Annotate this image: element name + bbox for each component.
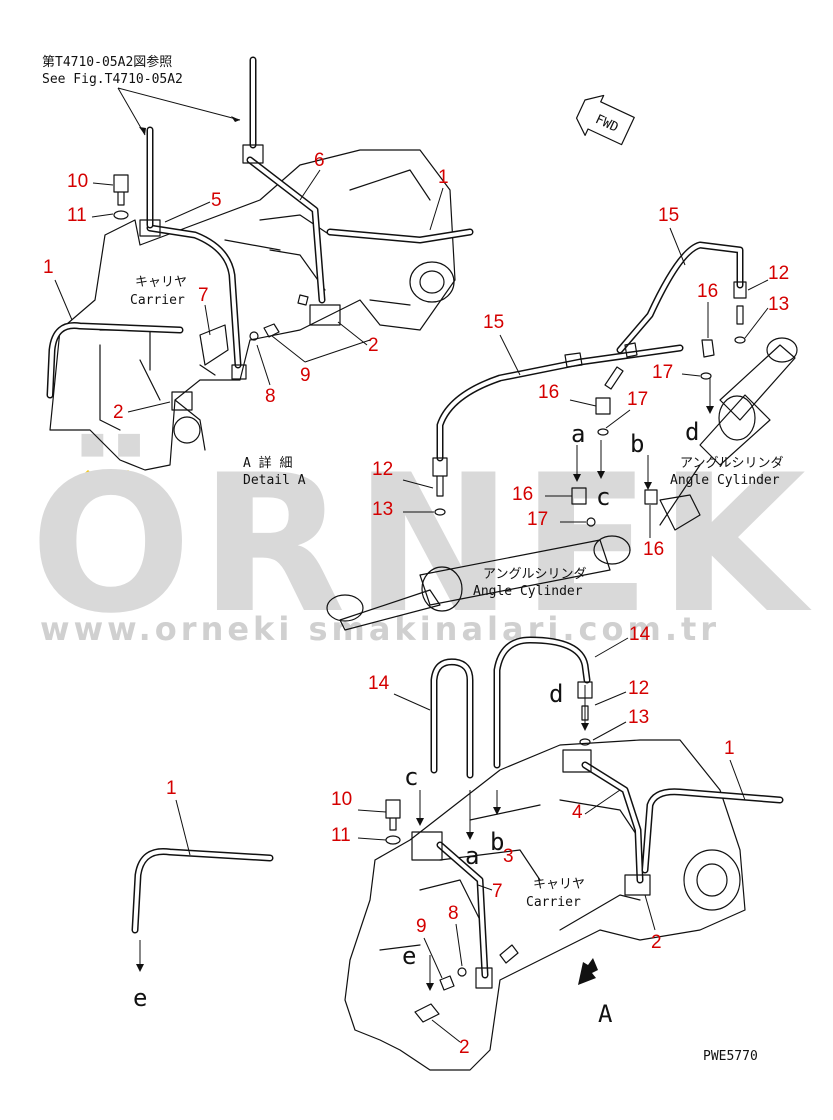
letter-e-bottom: e (402, 942, 416, 970)
standalone-hose-1 (131, 847, 274, 972)
callout-10-b: 10 (331, 789, 352, 810)
callout-14-a: 14 (629, 624, 651, 645)
callout-1-b: 1 (43, 257, 54, 278)
callout-13-a: 13 (768, 294, 789, 315)
angle-cyl-en-low: Angle Cylinder (473, 584, 583, 599)
callout-1-d: 1 (166, 778, 177, 799)
letter-c-top: c (596, 483, 610, 511)
carrier-en-top: Carrier (130, 293, 185, 308)
callout-4: 4 (572, 802, 583, 823)
ref-en: See Fig.T4710-05A2 (42, 72, 183, 87)
callout-numbers: 10 11 5 6 1 1 7 2 9 8 2 15 12 13 16 17 1… (43, 150, 789, 1058)
carrier-assembly-bottom (344, 636, 784, 1071)
watermark-url: www.orneki smakinalari.com.tr (40, 610, 720, 648)
callout-10: 10 (67, 171, 88, 192)
letter-e-left: e (133, 984, 147, 1012)
callout-2-c: 2 (651, 932, 662, 953)
ref-jp: 第T4710-05A2図参照 (42, 54, 172, 70)
letter-a-top: a (571, 420, 585, 448)
callout-9-b: 9 (416, 916, 427, 937)
detail-en: Detail A (243, 473, 306, 488)
callout-11-b: 11 (331, 825, 351, 846)
callout-8-a: 8 (265, 386, 276, 407)
callout-16-d: 16 (643, 539, 664, 560)
callout-9-a: 9 (300, 365, 311, 386)
watermark-brand: ÖRNEK (30, 433, 814, 655)
callout-7-a: 7 (198, 285, 209, 306)
ref-arrowheads (139, 116, 240, 135)
angle-cyl-jp-low: アングルシリンダ (483, 567, 586, 582)
callout-17-a: 17 (652, 362, 673, 383)
callout-8-b: 8 (448, 903, 459, 924)
callout-11: 11 (67, 205, 87, 226)
header-ref: 第T4710-05A2図参照 See Fig.T4710-05A2 (42, 54, 241, 136)
detail-a-assembly (46, 56, 474, 471)
letter-d-bottom: d (549, 680, 563, 708)
callout-17-b: 17 (627, 389, 648, 410)
callout-5: 5 (211, 190, 222, 211)
fwd-label: FWD (593, 112, 621, 136)
angle-cylinder-assembly (326, 241, 798, 631)
carrier-jp-bottom: キャリヤ (533, 877, 585, 892)
letter-b-top: b (630, 430, 644, 458)
callout-12-a: 12 (768, 263, 789, 284)
callout-12-c: 12 (628, 678, 649, 699)
callout-1-c: 1 (724, 738, 735, 759)
fwd-arrow: FWD (575, 94, 635, 146)
callout-15-a: 15 (658, 205, 679, 226)
ref-leader (117, 87, 241, 136)
callout-13-b: 13 (372, 499, 393, 520)
callout-2-a: 2 (368, 335, 379, 356)
letter-d-top: d (685, 418, 699, 446)
callout-15-b: 15 (483, 312, 504, 333)
detail-jp: A 詳 細 (243, 455, 292, 471)
carrier-en-bottom: Carrier (526, 895, 581, 910)
callout-14-b: 14 (368, 673, 390, 694)
carrier-jp-top: キャリヤ (135, 275, 187, 290)
angle-cyl-en-right: Angle Cylinder (670, 473, 780, 488)
callout-1-a: 1 (438, 167, 449, 188)
view-a-label: A (598, 1000, 613, 1028)
callout-7-b: 7 (492, 881, 503, 902)
watermark-accent (72, 470, 144, 485)
letter-b-bottom: b (490, 828, 504, 856)
watermark: ÖRNEK www.orneki smakinalari.com.tr (30, 433, 814, 655)
angle-cyl-jp-right: アングルシリンダ (680, 456, 783, 471)
letter-a-bottom: a (465, 842, 479, 870)
callout-17-c: 17 (527, 509, 548, 530)
callout-6: 6 (314, 150, 325, 171)
callout-16-c: 16 (512, 484, 533, 505)
callout-13-c: 13 (628, 707, 649, 728)
letter-c-bottom: c (404, 763, 418, 791)
callout-12-b: 12 (372, 459, 393, 480)
callout-16-a: 16 (697, 281, 718, 302)
callout-2-b: 2 (113, 402, 124, 423)
callout-3: 3 (503, 846, 514, 867)
callout-16-b: 16 (538, 382, 559, 403)
drawing-code: PWE5770 (703, 1049, 758, 1064)
callout-2-d: 2 (459, 1037, 470, 1058)
